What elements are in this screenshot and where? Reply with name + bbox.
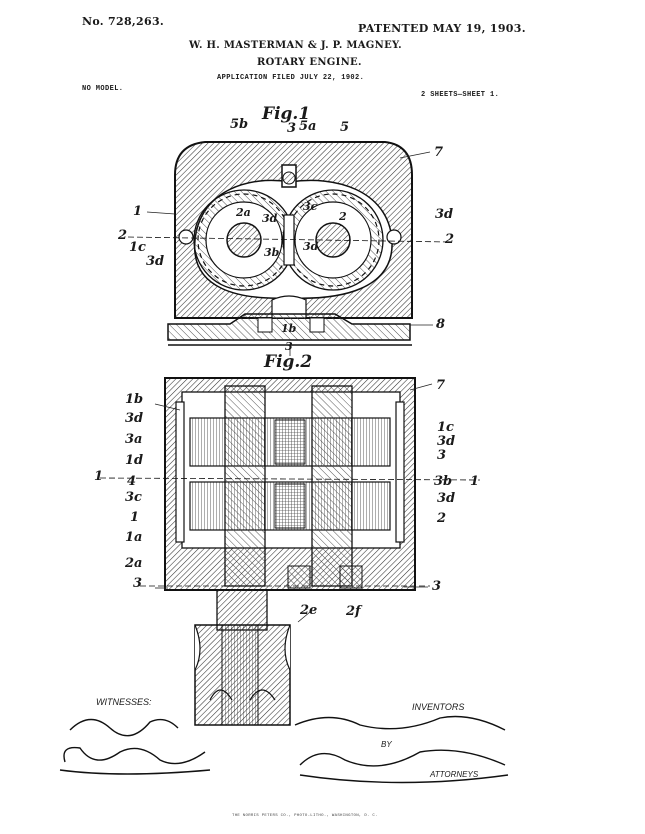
fig2-label-1-right: 1 (470, 474, 480, 489)
by-label: BY (381, 740, 392, 749)
fig2-label-3d-1: 3d (125, 411, 144, 426)
fig1-label-5b: 5b (230, 117, 249, 132)
sheet-count: 2 SHEETS—SHEET 1. (421, 91, 500, 99)
fig1-label-2-right: 2 (445, 232, 455, 247)
fig2-label-3c: 3c (125, 490, 142, 505)
fig1-label-5a: 5a (299, 119, 317, 134)
printer-credit: THE NORRIS PETERS CO., PHOTO-LITHO., WAS… (232, 814, 378, 818)
fig1-label-3d-inner-1: 3d (262, 212, 278, 225)
fig2-label-2a: 2a (125, 556, 143, 571)
fig1-label-2a: 2a (236, 206, 251, 219)
fig2-label-3a: 3a (125, 432, 143, 447)
witnesses-label: WITNESSES: (96, 697, 152, 707)
fig1-label-3d-right: 3d (435, 207, 454, 222)
inventors-label: INVENTORS (412, 702, 465, 712)
fig2-label-2e: 2e (300, 603, 318, 618)
fig2-label-1d: 1d (125, 453, 144, 468)
inventors-line: W. H. MASTERMAN & J. P. MAGNEY. (189, 40, 402, 51)
figure-2-title: Fig.2 (264, 352, 313, 372)
fig1-label-5: 5 (340, 120, 350, 135)
fig2-label-1b: 1b (125, 392, 144, 407)
fig2-label-7: 7 (436, 378, 446, 393)
fig2-label-1-b: 1 (130, 510, 140, 525)
fig1-label-1b: 1b (281, 322, 297, 335)
fig2-label-3d-2: 3d (437, 434, 456, 449)
fig1-label-3b: 3b (264, 246, 280, 259)
fig2-label-1c: 1c (437, 420, 454, 435)
fig2-label-3d-3: 3d (437, 491, 456, 506)
document-title: ROTARY ENGINE. (257, 57, 362, 68)
fig1-label-3: 3 (287, 121, 297, 136)
attorneys-label: ATTORNEYS (430, 770, 479, 779)
fig2-label-1-left: 1 (94, 469, 104, 484)
fig2-label-3b: 3b (434, 474, 453, 489)
patent-date: PATENTED MAY 19, 1903. (358, 22, 526, 35)
no-model: NO MODEL. (82, 85, 124, 93)
application-date: APPLICATION FILED JULY 22, 1902. (217, 74, 365, 82)
fig2-label-2: 2 (437, 511, 447, 526)
fig1-label-3c: 3c (303, 200, 318, 213)
figure-2-drawing (99, 377, 481, 726)
fig2-label-3-r: 3 (437, 448, 447, 463)
figure-1-drawing (127, 141, 451, 356)
fig2-label-1a: 1a (125, 530, 143, 545)
fig2-label-2f: 2f (346, 604, 361, 619)
fig1-label-3-bottom: 3 (285, 340, 293, 353)
patent-number: No. 728,263. (82, 15, 165, 28)
fig1-label-1c: 1c (129, 240, 146, 255)
figure-1-title: Fig.1 (262, 104, 311, 124)
fig1-label-2-left: 2 (118, 228, 128, 243)
fig1-label-1: 1 (133, 204, 143, 219)
fig1-label-7: 7 (434, 145, 444, 160)
fig2-label-3-left: 3 (133, 576, 143, 591)
signature-strokes (59, 715, 509, 784)
fig1-label-3d-left: 3d (146, 254, 165, 269)
fig1-label-8: 8 (436, 317, 446, 332)
fig1-label-2-inner: 2 (339, 210, 347, 223)
fig2-label-4: 4 (127, 474, 137, 489)
fig2-label-3-right: 3 (432, 579, 442, 594)
fig1-label-3d-inner-2: 3d (303, 240, 319, 253)
